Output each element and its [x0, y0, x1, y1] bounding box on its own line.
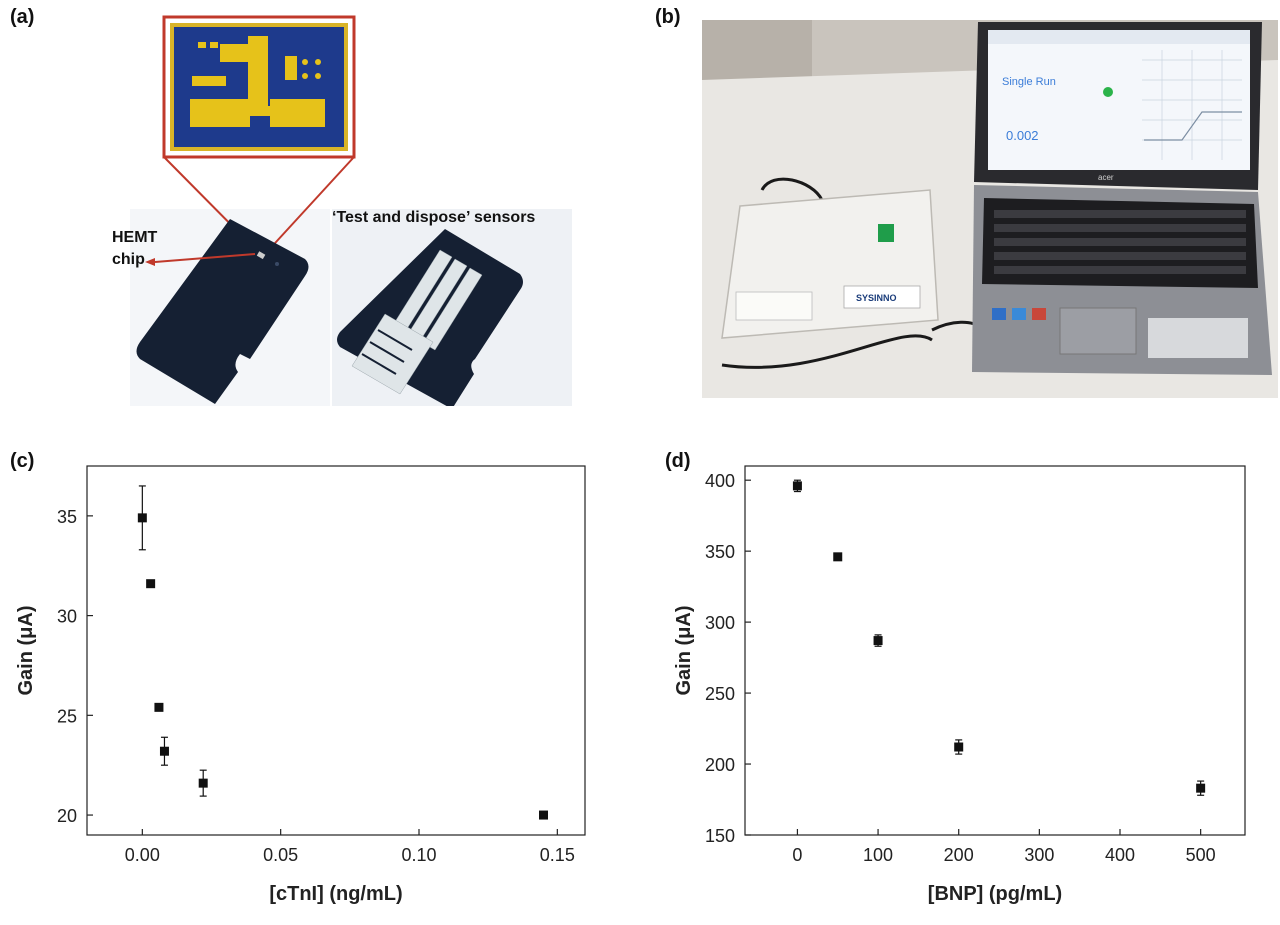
y-tick-label: 35: [57, 507, 77, 527]
device-brand: SYSINNO: [856, 293, 897, 303]
y-tick-label: 150: [705, 826, 735, 846]
data-point: [833, 552, 843, 562]
y-ticks: 20 25 30 35: [57, 507, 93, 826]
point-marker: [954, 742, 964, 752]
x-ticks: 0.00 0.05 0.10 0.15: [125, 829, 575, 865]
chart-ctni: 0.00 0.05 0.10 0.15 20 25 30 35 [cTnI] (ng/mL)…: [15, 465, 586, 905]
x-tick-label: 0: [792, 845, 802, 865]
y-tick-label: 30: [57, 607, 77, 627]
x-axis-label: [BNP] (pg/mL): [928, 883, 1062, 905]
data-point: [954, 739, 964, 755]
y-tick-label: 400: [705, 471, 735, 491]
point-marker: [137, 513, 147, 523]
point-marker: [154, 702, 164, 712]
x-tick-label: 0.05: [263, 845, 298, 865]
y-ticks: 150 200 250 300 350 400: [705, 471, 751, 846]
x-tick-label: 100: [863, 845, 893, 865]
x-tick-label: 200: [944, 845, 974, 865]
hemt-label-line1: HEMT: [112, 229, 158, 246]
x-axis-label: [cTnI] (ng/mL): [269, 883, 402, 905]
device-photo-svg: SYSINNO Single Run 0.002 acer: [702, 20, 1278, 398]
point-marker: [198, 778, 208, 788]
panel-label-b: (b): [655, 6, 681, 28]
point-marker: [792, 481, 802, 491]
plot-frame: [744, 465, 1246, 836]
sensors-label: ‘Test and dispose’ sensors: [332, 209, 535, 226]
plot-frame: [86, 465, 586, 836]
data-point: [146, 579, 156, 589]
panel-label-a: (a): [10, 6, 35, 28]
point-marker: [539, 810, 548, 820]
screen-title: Single Run: [1002, 76, 1056, 88]
data-points: [792, 479, 1206, 796]
hemt-label-line2: chip: [112, 251, 145, 268]
point-marker: [146, 579, 156, 589]
y-tick-label: 350: [705, 542, 735, 562]
y-tick-label: 300: [705, 613, 735, 633]
device-photo: SYSINNO Single Run 0.002 acer: [702, 20, 1278, 398]
x-tick-label: 300: [1024, 845, 1054, 865]
chart-bnp: 0 100 200 300 400 500 150 200 250 300 350 400 [BNP…: [673, 465, 1246, 905]
x-tick-label: 0.00: [125, 845, 160, 865]
point-marker: [159, 746, 169, 756]
point-marker: [873, 636, 883, 646]
x-tick-label: 400: [1105, 845, 1135, 865]
data-point: [198, 769, 208, 797]
x-tick-label: 0.10: [401, 845, 436, 865]
data-point: [137, 485, 147, 551]
laptop-brand: acer: [1098, 173, 1114, 182]
sensor-photo-svg: HEMT chip ‘Test and dispose’ sensors: [100, 14, 610, 406]
x-tick-label: 0.15: [540, 845, 575, 865]
y-axis-label: Gain (μA): [673, 605, 695, 695]
screen-value: 0.002: [1006, 128, 1039, 143]
sensor-card-back: [136, 219, 309, 404]
y-tick-label: 20: [57, 806, 77, 826]
point-marker: [1196, 783, 1206, 793]
data-point: [154, 702, 164, 712]
data-point: [159, 736, 169, 766]
data-point: [792, 479, 802, 493]
panel-label-c: (c): [10, 450, 35, 472]
data-points: [137, 485, 548, 820]
panel-label-d: (d): [665, 450, 691, 472]
x-tick-label: 500: [1186, 845, 1216, 865]
x-ticks: 0 100 200 300 400 500: [792, 829, 1216, 865]
data-point: [539, 810, 548, 820]
y-tick-label: 250: [705, 684, 735, 704]
sensor-photo: HEMT chip ‘Test and dispose’ sensors: [100, 14, 610, 406]
y-tick-label: 200: [705, 755, 735, 775]
point-marker: [833, 552, 843, 562]
data-point: [873, 634, 883, 647]
data-point: [1196, 780, 1206, 796]
y-axis-label: Gain (μA): [15, 605, 37, 695]
device-slot: [878, 224, 894, 242]
y-tick-label: 25: [57, 706, 77, 726]
